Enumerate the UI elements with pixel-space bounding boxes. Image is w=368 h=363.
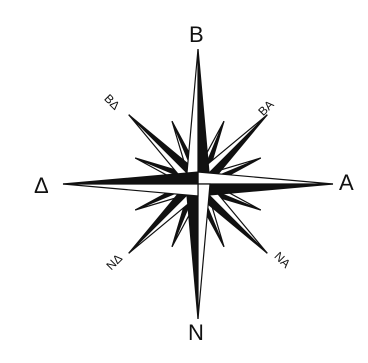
cardinal-point-light-0 [186, 49, 198, 184]
cardinal-point-dark-180 [186, 184, 198, 319]
cardinal-point-light-180 [198, 184, 210, 319]
cardinal-point-light-90 [198, 172, 333, 184]
label-south: N [188, 322, 204, 344]
label-west: Δ [34, 175, 49, 197]
cardinal-point-dark-90 [198, 184, 333, 196]
cardinal-point-light-270 [63, 184, 198, 196]
label-north: B [189, 24, 204, 46]
label-east: A [339, 172, 354, 194]
compass-rose-points [63, 49, 333, 319]
cardinal-point-dark-270 [63, 172, 198, 184]
cardinal-point-dark-0 [198, 49, 210, 184]
